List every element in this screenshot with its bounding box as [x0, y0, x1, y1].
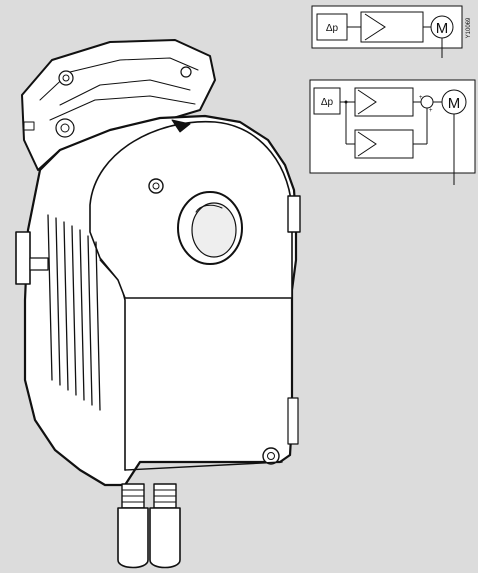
- block-diagram-dual: Δp + + M: [309, 79, 476, 185]
- position-indicator: [171, 119, 191, 133]
- summing-plus-2: +: [429, 108, 433, 114]
- cooling-fins: [47, 214, 101, 411]
- actuator-device: [15, 39, 301, 569]
- flange-screw-3: [55, 118, 75, 138]
- base-screw: [262, 447, 280, 465]
- motor-label-2: M: [448, 95, 461, 112]
- amplifier-box-upper: [354, 87, 414, 117]
- pressure-tube-left: [117, 483, 149, 569]
- sensor-label-2: Δp: [321, 97, 334, 108]
- block-diagram-simple: Δp M Y10069: [311, 5, 472, 58]
- flange-screw-1: [58, 70, 74, 86]
- motor-label: M: [436, 20, 449, 37]
- flange-screw-2: [180, 66, 192, 78]
- pressure-tube-right: [149, 483, 181, 569]
- dome-screw: [148, 178, 164, 194]
- right-bracket: [287, 195, 301, 233]
- amplifier-box-lower: [354, 129, 414, 159]
- figure-code: Y10069: [466, 17, 472, 38]
- right-clip: [287, 397, 299, 445]
- amplifier-triangle: [364, 13, 386, 41]
- summing-plus-1: +: [419, 95, 423, 101]
- summing-junction: [420, 95, 434, 109]
- sensor-label: Δp: [326, 23, 339, 34]
- amplifier-box: [360, 11, 424, 43]
- sensor-box: [316, 13, 348, 41]
- side-latch: [15, 231, 31, 285]
- shaft-bore-inner: [191, 202, 237, 258]
- sensor-box-2: [313, 87, 341, 115]
